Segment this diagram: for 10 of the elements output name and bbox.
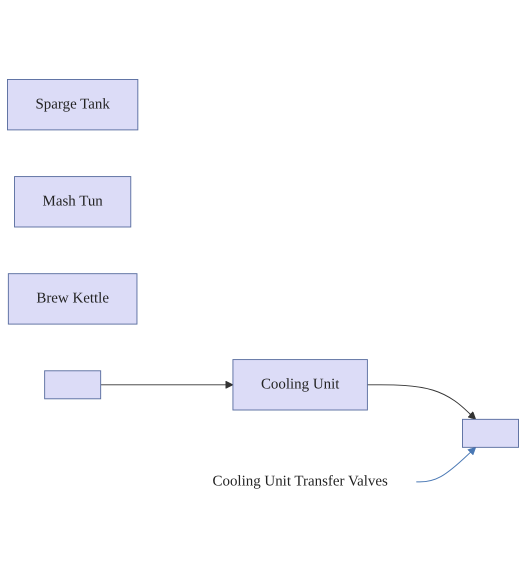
node-box <box>462 419 519 448</box>
node-text: Cooling Unit Transfer Valves <box>212 474 388 490</box>
node-box: Cooling Unit <box>232 359 368 411</box>
node-box <box>44 370 102 400</box>
node-box: Mash Tun <box>14 176 132 228</box>
arrow <box>415 447 476 483</box>
node-box: Sparge Tank <box>7 79 138 131</box>
arrow <box>100 380 234 390</box>
node-box: Brew Kettle <box>8 273 138 325</box>
arrow <box>366 384 476 420</box>
